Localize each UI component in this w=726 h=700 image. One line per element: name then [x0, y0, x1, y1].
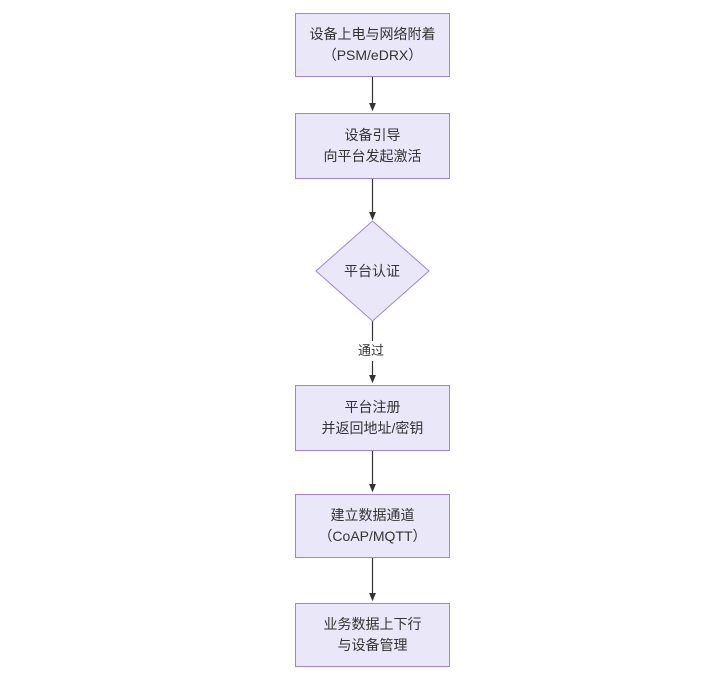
- node-label-line: （CoAP/MQTT）: [318, 528, 427, 544]
- node-label-line: 业务数据上下行: [323, 616, 422, 632]
- node-device-power-on[interactable]: 设备上电与网络附着 （PSM/eDRX）: [295, 13, 450, 77]
- node-label-line: 向平台发起激活: [323, 148, 422, 164]
- node-label-line: （PSM/eDRX）: [322, 47, 423, 63]
- node-label-line: 建立数据通道: [330, 507, 415, 523]
- node-label-line: 设备引导: [344, 127, 401, 143]
- node-platform-register[interactable]: 平台注册 并返回地址/密钥: [295, 385, 450, 451]
- decision-diamond-shape: [315, 220, 430, 322]
- node-label-line: 平台认证: [344, 262, 400, 279]
- node-business-data-and-device-management[interactable]: 业务数据上下行 与设备管理: [295, 603, 450, 667]
- node-label-line: 与设备管理: [337, 637, 408, 653]
- node-label-line: 平台注册: [344, 399, 401, 415]
- node-label-line: 设备上电与网络附着: [309, 26, 436, 42]
- node-establish-data-channel[interactable]: 建立数据通道 （CoAP/MQTT）: [295, 494, 450, 558]
- edge-label-pass: 通过: [355, 341, 388, 361]
- node-platform-auth[interactable]: 平台认证: [316, 221, 428, 321]
- node-label-line: 并返回地址/密钥: [321, 420, 424, 436]
- node-device-bootstrap[interactable]: 设备引导 向平台发起激活: [295, 113, 450, 179]
